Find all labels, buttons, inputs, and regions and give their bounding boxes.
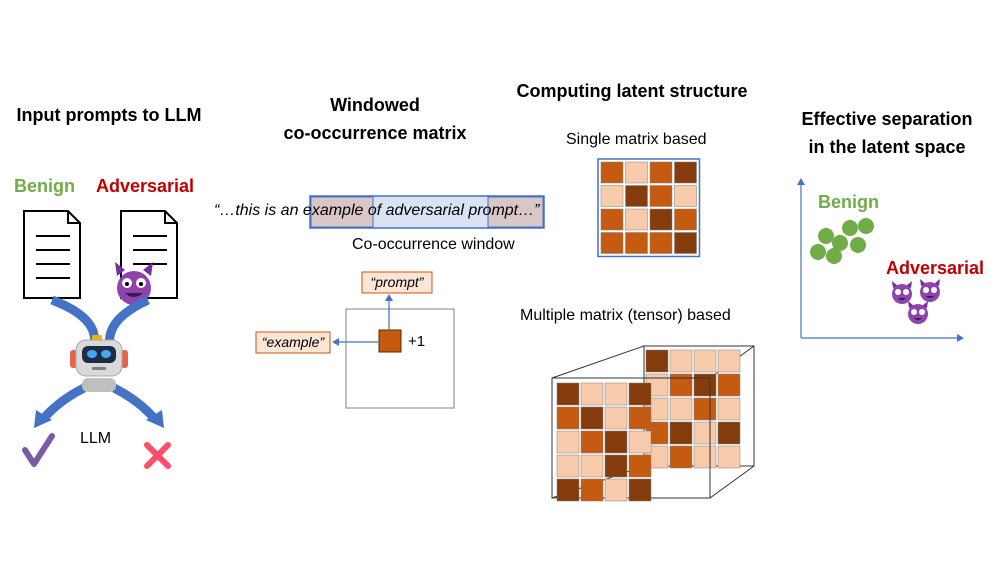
x-axis-arrow xyxy=(957,334,964,342)
matrix-cell xyxy=(625,208,648,231)
matrix-cell xyxy=(628,478,652,502)
devil-face-icon xyxy=(115,262,153,305)
llm-label: LLM xyxy=(80,430,112,447)
adversarial-cluster xyxy=(892,279,940,324)
heading-windowed-line2: co-occurrence matrix xyxy=(283,123,467,143)
matrix-cell xyxy=(649,232,673,254)
arrow-up-head xyxy=(385,294,393,301)
heading-separation-line2: in the latent space xyxy=(808,137,966,157)
heading-windowed-line1: Windowed xyxy=(330,95,420,115)
matrix-cell xyxy=(645,349,669,373)
matrix-cell xyxy=(580,430,604,454)
token-example-box xyxy=(255,331,331,354)
matrix-cell xyxy=(717,445,741,469)
matrix-increment-cell xyxy=(378,329,402,353)
matrix-cell xyxy=(580,406,604,430)
matrix-cell xyxy=(649,185,673,207)
heading-input-prompts: Input prompts to LLM xyxy=(16,105,202,125)
matrix-cell xyxy=(556,454,580,478)
multiple-matrix-label: Multiple matrix (tensor) based xyxy=(520,307,731,324)
matrix-cell xyxy=(674,232,697,254)
plot-benign-label: Benign xyxy=(818,192,879,212)
matrix-cell xyxy=(600,208,624,231)
matrix-cell xyxy=(628,406,652,430)
matrix-cell xyxy=(649,161,673,184)
plot-adversarial-label: Adversarial xyxy=(886,258,985,278)
example-sentence: “…this is an example of adversarial prom… xyxy=(214,202,540,219)
matrix-cell xyxy=(628,382,652,406)
arrow-head-right xyxy=(146,410,164,428)
matrix-cell xyxy=(625,232,648,254)
single-matrix xyxy=(597,158,701,258)
matrix-cell xyxy=(669,373,693,397)
matrix-cell xyxy=(625,185,648,207)
tensor-back-matrix xyxy=(645,349,741,469)
matrix-cell xyxy=(669,421,693,445)
matrix-cell xyxy=(674,161,697,184)
window-right-token xyxy=(487,196,544,228)
matrix-cell xyxy=(580,478,604,502)
benign-document-icon xyxy=(23,210,81,299)
cooccurrence-matrix-frame xyxy=(345,308,455,409)
arrow-left-head xyxy=(332,338,339,346)
single-matrix-label: Single matrix based xyxy=(566,131,707,148)
heading-separation-line1: Effective separation xyxy=(801,109,973,129)
robot-llm-icon xyxy=(70,335,128,392)
matrix-cell xyxy=(580,454,604,478)
matrix-cell xyxy=(717,349,741,373)
matrix-cell xyxy=(580,382,604,406)
matrix-cell xyxy=(693,349,717,373)
token-prompt-box xyxy=(361,271,433,294)
matrix-cell xyxy=(604,454,628,478)
matrix-cell xyxy=(669,445,693,469)
matrix-cell xyxy=(717,373,741,397)
increment-label: +1 xyxy=(408,333,426,350)
matrix-cell xyxy=(669,349,693,373)
cooccurrence-window-caption: Co-occurrence window xyxy=(352,236,515,253)
matrix-cell xyxy=(600,232,624,254)
token-prompt-label: “prompt” xyxy=(370,274,424,290)
matrix-cell xyxy=(604,382,628,406)
arrow-head-left xyxy=(34,410,52,428)
matrix-cell xyxy=(556,478,580,502)
matrix-cell xyxy=(674,185,697,207)
matrix-cell xyxy=(556,406,580,430)
matrix-cell xyxy=(674,208,697,231)
benign-label: Benign xyxy=(14,176,75,196)
matrix-cell xyxy=(556,430,580,454)
matrix-cell xyxy=(669,397,693,421)
matrix-cell xyxy=(628,430,652,454)
matrix-cell xyxy=(604,430,628,454)
window-left-token xyxy=(310,196,374,228)
check-icon xyxy=(22,433,55,467)
matrix-cell xyxy=(649,208,673,231)
reject-x-icon xyxy=(144,442,171,469)
matrix-cell xyxy=(717,421,741,445)
y-axis-arrow xyxy=(797,178,805,185)
tensor-front-matrix xyxy=(556,382,652,502)
heading-latent-structure: Computing latent structure xyxy=(516,81,748,101)
benign-cluster xyxy=(810,218,874,264)
matrix-cell xyxy=(717,397,741,421)
adversarial-label: Adversarial xyxy=(96,176,195,196)
token-example-label: “example” xyxy=(261,334,325,350)
matrix-cell xyxy=(625,161,648,184)
matrix-cell xyxy=(600,185,624,207)
matrix-cell xyxy=(604,478,628,502)
matrix-cell xyxy=(628,454,652,478)
matrix-cell xyxy=(600,161,624,184)
matrix-cell xyxy=(556,382,580,406)
matrix-cell xyxy=(604,406,628,430)
